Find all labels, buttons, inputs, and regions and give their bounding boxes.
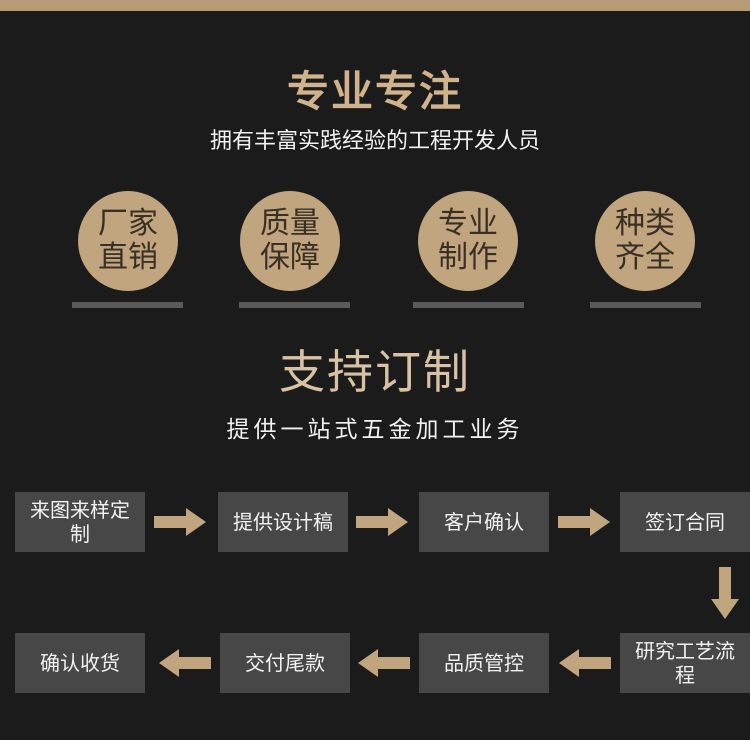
feature-divider [413,302,524,308]
feature-label: 厂家直销 [98,206,158,275]
process-step-label: 来图来样定制 [30,498,130,546]
process-step-label: 确认收货 [40,651,120,675]
top-accent-bar [0,0,750,11]
section-subtitle-custom: 提供一站式五金加工业务 [226,417,524,443]
process-step-1: 来图来样定制 [15,492,145,552]
process-step-5: 研究工艺流程 [620,633,750,693]
feature-divider [72,302,183,308]
arrow-right-icon [154,508,206,536]
feature-badge-direct-sales: 厂家直销 [78,191,178,291]
process-step-label: 提供设计稿 [233,510,333,534]
arrow-right-icon [356,508,408,536]
process-step-label: 签订合同 [645,510,725,534]
process-step-label: 客户确认 [444,510,524,534]
process-step-label: 品质管控 [444,651,524,675]
process-step-4: 签订合同 [620,492,750,552]
arrow-left-icon [159,649,211,677]
section-title-custom: 支持订制 [279,345,471,399]
feature-badge-professional: 专业制作 [418,191,518,291]
section-title-professional: 专业专注 [286,67,463,116]
process-step-label: 研究工艺流程 [635,639,735,687]
arrow-left-icon [559,649,611,677]
arrow-left-icon [358,649,410,677]
arrow-right-icon [558,508,610,536]
process-step-3: 客户确认 [419,492,549,552]
process-step-8: 确认收货 [15,633,145,693]
process-step-2: 提供设计稿 [218,492,348,552]
process-step-6: 品质管控 [419,633,549,693]
feature-divider [590,302,701,308]
feature-divider [239,302,350,308]
arrow-down-icon [711,567,739,619]
feature-badge-variety: 种类齐全 [595,191,695,291]
feature-label: 质量保障 [260,206,320,275]
feature-label: 种类齐全 [615,206,675,275]
process-step-7: 交付尾款 [220,633,350,693]
feature-label: 专业制作 [438,206,498,275]
process-step-label: 交付尾款 [245,651,325,675]
feature-badge-quality: 质量保障 [240,191,340,291]
section-subtitle-professional: 拥有丰富实践经验的工程开发人员 [209,129,540,154]
